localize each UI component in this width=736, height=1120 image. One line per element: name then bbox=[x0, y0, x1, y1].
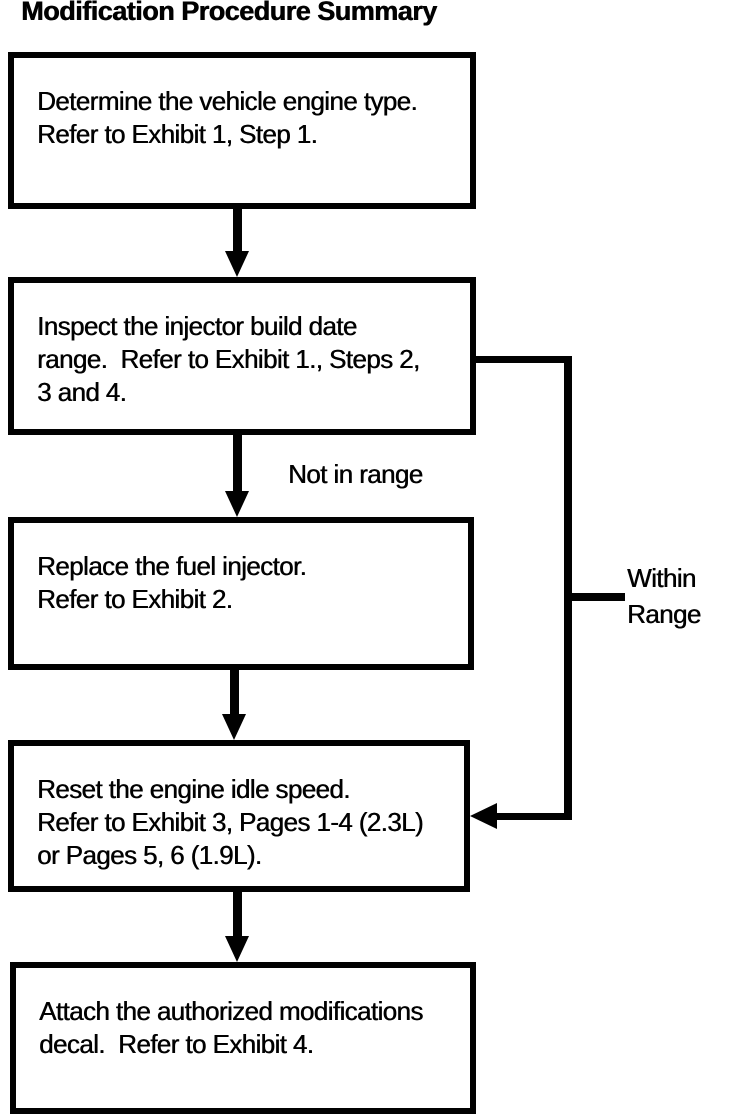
within-range-label-tick bbox=[568, 593, 625, 601]
arrow-step3-to-step4 bbox=[222, 670, 246, 740]
flow-node-text: Attach the authorized modifications deca… bbox=[39, 996, 423, 1059]
arrow-down-head-icon bbox=[222, 714, 246, 740]
flow-node-text: Reset the engine idle speed. Refer to Ex… bbox=[37, 774, 424, 870]
arrow-down-head-icon bbox=[225, 936, 249, 962]
arrow-shaft bbox=[232, 209, 242, 251]
edge-label-within-range: Within Range bbox=[627, 563, 701, 629]
arrow-shaft bbox=[232, 435, 242, 491]
flow-node-text: Inspect the injector build date range. R… bbox=[37, 311, 420, 407]
edge-label-not-in-range: Not in range bbox=[288, 459, 423, 489]
flow-node-reset-idle-speed: Reset the engine idle speed. Refer to Ex… bbox=[8, 740, 470, 892]
arrow-left-head-icon bbox=[470, 803, 497, 829]
arrow-down-head-icon bbox=[225, 251, 249, 277]
flow-node-text: Determine the vehicle engine type. Refer… bbox=[37, 86, 418, 149]
diagram-title: Modification Procedure Summary bbox=[21, 0, 437, 26]
connector-entry-segment bbox=[496, 813, 572, 820]
flow-node-determine-engine-type: Determine the vehicle engine type. Refer… bbox=[8, 52, 476, 209]
arrow-step1-to-step2 bbox=[225, 209, 249, 277]
connector-vertical-segment bbox=[564, 356, 572, 820]
flow-node-attach-decal: Attach the authorized modifications deca… bbox=[10, 962, 476, 1114]
arrow-shaft bbox=[229, 670, 239, 714]
flow-node-inspect-build-date: Inspect the injector build date range. R… bbox=[8, 277, 476, 435]
arrow-down-head-icon bbox=[225, 491, 249, 517]
arrow-step2-to-step3 bbox=[225, 435, 249, 517]
flow-node-replace-injector: Replace the fuel injector. Refer to Exhi… bbox=[8, 517, 474, 670]
arrow-step4-to-step5 bbox=[225, 892, 249, 962]
arrow-shaft bbox=[232, 892, 242, 936]
flow-node-text: Replace the fuel injector. Refer to Exhi… bbox=[37, 551, 307, 614]
connector-exit-segment bbox=[474, 356, 572, 363]
